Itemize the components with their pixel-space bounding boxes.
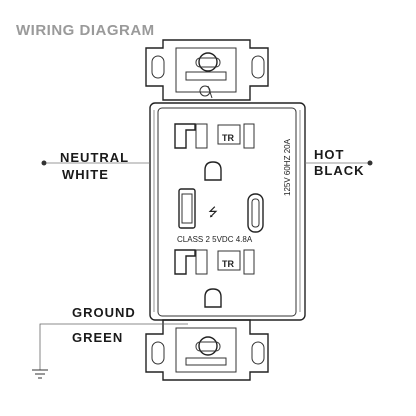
hot-color-label: BLACK [314,163,365,178]
upper-outlet [174,123,255,181]
hot-wire-lead [305,160,373,166]
ground-color-label: GREEN [72,330,124,345]
tr-mark-lower: TR [222,259,234,269]
ground-wire-lead [32,323,188,379]
hot-label: HOT [314,147,345,162]
neutral-wire-lead [41,160,150,166]
tr-mark-upper: TR [222,133,234,143]
neutral-color-label: WHITE [62,167,109,182]
electrical-rating-label: 125V 60HZ 20A [283,138,292,196]
usb-rating-label: CLASS 2 5VDC 4.8A [177,235,253,244]
lower-outlet [174,249,255,308]
neutral-label: NEUTRAL [60,150,130,165]
usb-ports [178,188,264,233]
diagram-title: WIRING DIAGRAM [16,22,155,39]
top-mounting-strap [145,39,269,101]
bottom-mounting-strap [145,319,269,381]
usb-symbol-icon: ⭍ [208,205,218,219]
ground-label: GROUND [72,305,136,320]
